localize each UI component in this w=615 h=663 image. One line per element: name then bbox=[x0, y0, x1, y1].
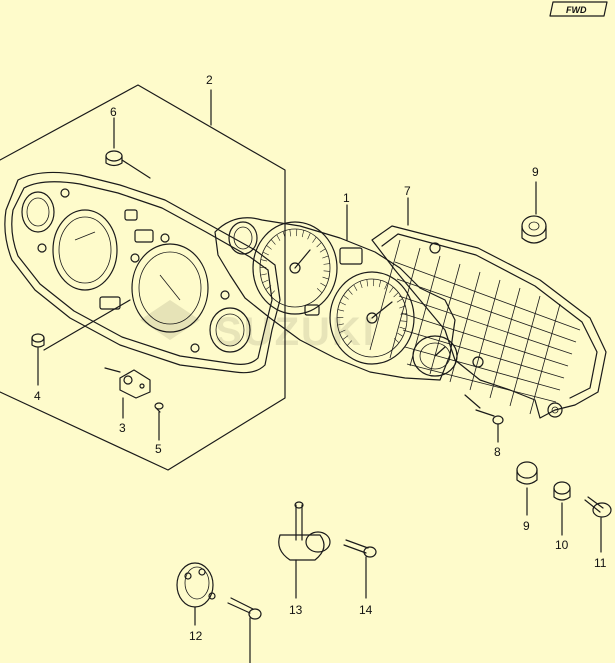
watermark-text: SUZUKI bbox=[215, 310, 376, 354]
part-14-screw bbox=[343, 539, 377, 558]
part-12-bolt bbox=[227, 597, 262, 620]
callout-11: 11 bbox=[594, 556, 607, 570]
callout-4: 4 bbox=[34, 389, 41, 403]
callout-labels: 2 6 1 7 9 4 3 5 8 9 10 11 12 13 14 bbox=[34, 73, 607, 643]
lower-case-mounts bbox=[429, 242, 563, 418]
fwd-tag-label: FWD bbox=[566, 5, 587, 15]
part-9-cushion-upper bbox=[521, 215, 547, 244]
callout-3: 3 bbox=[119, 421, 126, 435]
callout-5: 6 bbox=[110, 105, 117, 119]
callout-10: 10 bbox=[555, 538, 569, 552]
part-6-screw bbox=[154, 402, 164, 413]
watermark-logo: SUZUKI bbox=[140, 300, 376, 354]
meter-unit bbox=[214, 217, 458, 381]
callout-9-lower: 9 bbox=[523, 519, 530, 533]
meter-lower-case bbox=[371, 225, 607, 419]
part-5-grommet bbox=[105, 150, 123, 167]
callout-9-upper: 9 bbox=[532, 165, 539, 179]
meter-case bbox=[4, 171, 281, 374]
part-3-bracket bbox=[119, 369, 151, 399]
callout-12: 12 bbox=[189, 629, 203, 643]
part-13-sensor bbox=[278, 501, 331, 561]
callout-8: 8 bbox=[494, 445, 501, 459]
lower-case-grid bbox=[369, 239, 581, 415]
part-9-cushion-lower bbox=[516, 461, 538, 485]
part-11-bolt bbox=[584, 496, 612, 518]
case-assembly-frame bbox=[0, 84, 286, 471]
part-8-screw bbox=[475, 409, 504, 425]
callout-2: 2 bbox=[206, 73, 213, 87]
part-12-lamp-socket bbox=[176, 562, 216, 608]
dial-ticks bbox=[259, 229, 407, 346]
fwd-tag: FWD bbox=[549, 1, 608, 17]
callout-7: 7 bbox=[404, 184, 411, 198]
callout-1: 1 bbox=[343, 191, 350, 205]
part-10-collar bbox=[553, 481, 571, 501]
leader-lines bbox=[37, 89, 602, 663]
part-4-grommet bbox=[31, 333, 45, 348]
callout-6: 5 bbox=[155, 442, 162, 456]
callout-13: 13 bbox=[289, 603, 303, 617]
callout-14: 14 bbox=[359, 603, 373, 617]
